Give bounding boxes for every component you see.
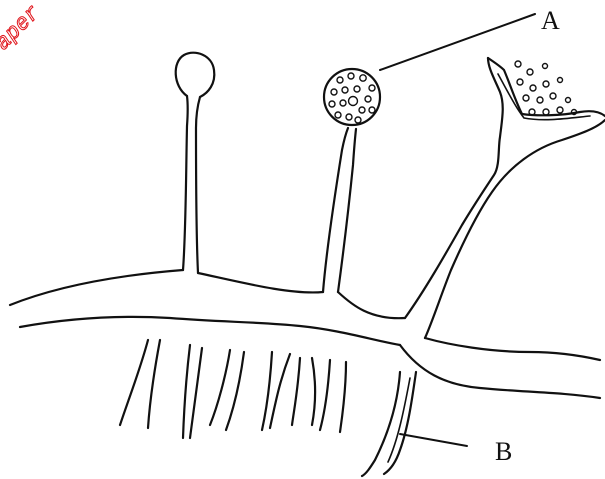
sporangium-spores — [329, 73, 375, 123]
right-stalk-left-edge — [405, 58, 503, 318]
rhizoid-2 — [183, 345, 202, 438]
leader-line-a — [380, 14, 535, 70]
rhizoid-3 — [210, 350, 244, 430]
rhizoid-5 — [292, 358, 315, 425]
middle-sporangiophore — [323, 69, 380, 292]
left-stalk-right-edge — [196, 97, 200, 273]
left-bulb — [176, 53, 215, 97]
stolon — [10, 270, 600, 398]
leader-line-b — [400, 434, 467, 446]
stolon-lower-edge — [20, 317, 400, 345]
middle-stalk-left-edge — [323, 128, 348, 292]
right-sporangiophore — [405, 58, 605, 338]
left-stalk-left-edge — [183, 96, 188, 270]
label-a: A — [541, 6, 560, 35]
rhizoids — [120, 340, 416, 476]
rhizoid-4 — [262, 352, 290, 430]
rhizoid-1 — [120, 340, 160, 428]
stolon-upper-edge — [10, 270, 405, 318]
right-stalk-right-edge — [425, 120, 605, 338]
watermark-text: Paper — [0, 1, 46, 65]
stolon-right-upper-edge — [425, 338, 600, 360]
rhizoid-6 — [320, 360, 346, 432]
left-sporangiophore — [176, 53, 215, 273]
stolon-right-lower-edge — [400, 345, 600, 398]
released-spores — [515, 61, 577, 115]
label-b: B — [495, 437, 512, 466]
